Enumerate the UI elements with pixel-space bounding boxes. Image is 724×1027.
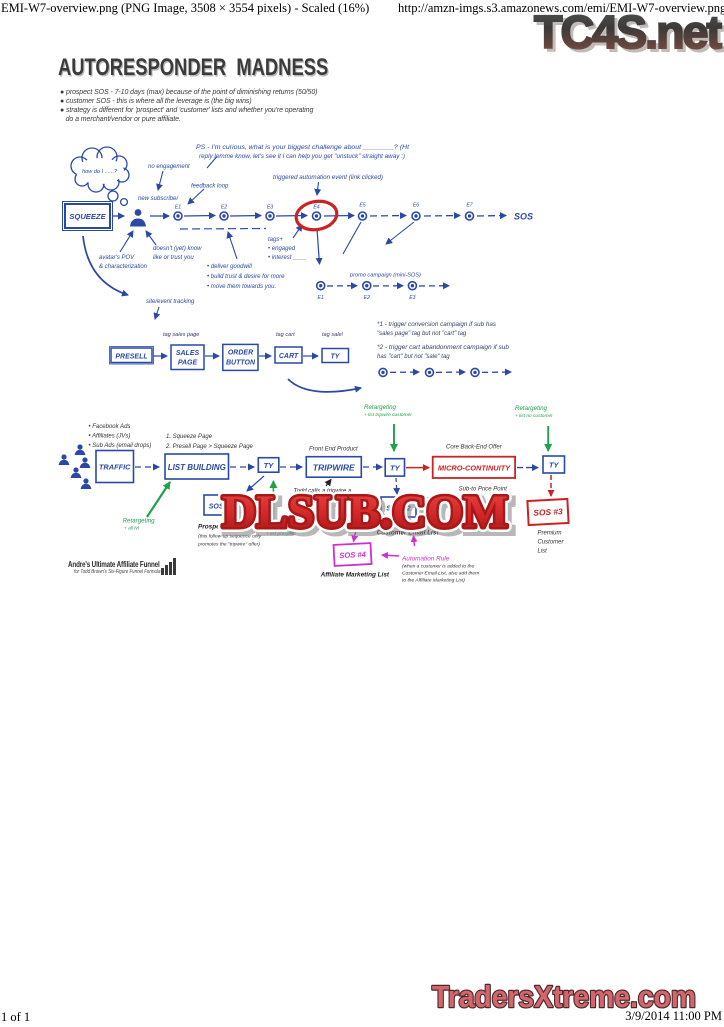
svg-text:+ all lvl: + all lvl [124, 526, 140, 532]
svg-text:TY: TY [331, 354, 341, 361]
svg-text:TRAFFIC: TRAFFIC [99, 463, 131, 472]
svg-text:Customer Email List: Customer Email List [377, 530, 440, 537]
svg-text:no engagement: no engagement [148, 164, 190, 170]
svg-text:+ list prospect: + list prospect [266, 531, 296, 537]
svg-text:to the Affiliate Marketing Lis: to the Affiliate Marketing List) [402, 578, 465, 584]
svg-text:1. Squeeze Page: 1. Squeeze Page [166, 434, 213, 440]
svg-text:+ list tripwire customer: + list tripwire customer [364, 412, 412, 418]
svg-text:PRESELL: PRESELL [115, 354, 147, 361]
svg-text:E2: E2 [364, 295, 370, 301]
svg-text:TY: TY [390, 464, 401, 473]
svg-text:LIST BUILDING: LIST BUILDING [168, 463, 226, 472]
svg-text:SALES: SALES [176, 350, 200, 357]
svg-text:• engaged: • engaged [268, 246, 296, 252]
svg-text:• build trust & desire for mor: • build trust & desire for more [207, 274, 285, 280]
svg-text:List: List [538, 549, 548, 555]
svg-text:CART: CART [279, 353, 299, 360]
svg-text:SOS: SOS [514, 212, 533, 222]
svg-text:doesn't (yet) know: doesn't (yet) know [153, 246, 202, 252]
svg-text:tags+: tags+ [268, 237, 283, 243]
svg-text:Retargeting: Retargeting [123, 518, 156, 525]
svg-text:tag sale!: tag sale! [322, 332, 344, 338]
svg-text:how do I ......?: how do I ......? [82, 169, 118, 175]
svg-text:SOS #2: SOS #2 [386, 506, 411, 513]
svg-text:• Sub Ads (email drops): • Sub Ads (email drops) [89, 443, 152, 449]
svg-text:BUTTON: BUTTON [226, 360, 256, 367]
svg-text:Sub-to Price Point: Sub-to Price Point [459, 487, 508, 493]
svg-text:tag sales page: tag sales page [163, 332, 199, 338]
svg-text:feedback loop: feedback loop [191, 184, 229, 190]
svg-text:(this follow-up sequence only: (this follow-up sequence only [198, 534, 262, 540]
svg-text:(when a customer is added to t: (when a customer is added to the [402, 564, 475, 570]
svg-text:E4: E4 [313, 205, 319, 211]
svg-text:reply lemme know, let's see it: reply lemme know, let's see it I can hel… [199, 154, 405, 160]
svg-text:• Affiliates (JVs): • Affiliates (JVs) [89, 434, 131, 440]
svg-text:• move them towards you.: • move them towards you. [207, 284, 276, 290]
svg-text:SQUEEZE: SQUEEZE [69, 212, 106, 221]
svg-text:DLSUB.COM: DLSUB.COM [222, 486, 508, 538]
svg-text:TC4S.net: TC4S.net [534, 6, 722, 58]
svg-text:DLSUB.COM: DLSUB.COM [226, 490, 512, 542]
svg-text:like or trust you: like or trust you [153, 255, 194, 261]
svg-text:Todd calls a tripwire a: Todd calls a tripwire a [294, 489, 352, 495]
svg-text:SOS #1: SOS #1 [209, 504, 234, 511]
svg-text:DLSUB.COM: DLSUB.COM [222, 486, 508, 538]
svg-text:Retargeting: Retargeting [364, 404, 397, 411]
svg-text:Core Back-End Offer: Core Back-End Offer [446, 445, 503, 451]
svg-text:SOS #4: SOS #4 [339, 550, 367, 560]
svg-text:Customer Email List, also add: Customer Email List, also add them [402, 571, 479, 577]
svg-text:TC4S.net: TC4S.net [537, 9, 724, 58]
svg-text:TradersXtreme.com: TradersXtreme.com [432, 979, 696, 1014]
svg-text:• interest ____: • interest ____ [268, 255, 306, 261]
svg-text:tag cart: tag cart [276, 332, 295, 338]
svg-text:Premium: Premium [538, 531, 562, 537]
svg-text:MICRO-CONTINUITY: MICRO-CONTINUITY [438, 464, 511, 473]
svg-text:Affiliate Marketing List: Affiliate Marketing List [320, 572, 390, 579]
svg-text:TY: TY [264, 461, 275, 470]
svg-text:E3: E3 [267, 205, 273, 211]
svg-text:E7: E7 [466, 203, 473, 209]
svg-text:Front End Product: Front End Product [309, 447, 358, 453]
svg-text:triggered automation event (li: triggered automation event (link clicked… [273, 175, 383, 181]
svg-text:& characterization: & characterization [99, 264, 148, 270]
svg-text:E5: E5 [359, 203, 365, 209]
svg-text:has "cart" but not "sale" tag: has "cart" but not "sale" tag [377, 354, 450, 360]
svg-text:PAGE: PAGE [178, 360, 198, 367]
svg-text:PS - I'm curious, what is your: PS - I'm curious, what is your biggest c… [196, 145, 409, 151]
svg-text:Customer: Customer [538, 540, 565, 546]
svg-text:TRIPWIRE: TRIPWIRE [313, 463, 355, 473]
svg-text:TradersXtreme.com: TradersXtreme.com [432, 979, 694, 1014]
svg-text:E6: E6 [413, 203, 419, 209]
svg-text:Automation Rule: Automation Rule [401, 556, 450, 563]
svg-text:"sales page" tag but not "cart: "sales page" tag but not "cart" tag [377, 331, 467, 337]
svg-text:new subscriber: new subscriber [138, 196, 179, 202]
svg-text:avatar's POV: avatar's POV [99, 255, 135, 261]
svg-text:TY: TY [549, 461, 560, 470]
svg-text:E1: E1 [175, 205, 181, 211]
svg-text:2. Presell Page > Squeeze Page: 2. Presell Page > Squeeze Page [165, 444, 254, 450]
svg-text:site/event tracking: site/event tracking [146, 299, 195, 305]
svg-text:promotes the "tripwire" offer): promotes the "tripwire" offer) [197, 542, 260, 548]
svg-text:• deliver goodwill: • deliver goodwill [207, 264, 252, 270]
svg-text:E3: E3 [409, 295, 415, 301]
svg-text:Retargeting: Retargeting [515, 405, 548, 412]
svg-text:E2: E2 [221, 205, 227, 211]
svg-text:SOS #3: SOS #3 [533, 506, 563, 518]
svg-text:*1 - trigger conversion campai: *1 - trigger conversion campaign if sub … [377, 322, 496, 328]
svg-text:+ list no customer: + list no customer [515, 413, 553, 419]
svg-text:*2 - trigger cart abandonment: *2 - trigger cart abandonment campaign i… [377, 345, 510, 351]
svg-text:TradersXtreme.com: TradersXtreme.com [432, 979, 696, 1014]
svg-text:DLSUB.COM: DLSUB.COM [222, 486, 508, 538]
svg-text:Prospect Email List: Prospect Email List [198, 524, 258, 531]
svg-text:promo campaign (mini-SOS): promo campaign (mini-SOS) [349, 273, 421, 279]
svg-text:E1: E1 [318, 295, 324, 301]
svg-text:ORDER: ORDER [228, 350, 253, 357]
svg-text:• Facebook Ads: • Facebook Ads [89, 424, 131, 430]
